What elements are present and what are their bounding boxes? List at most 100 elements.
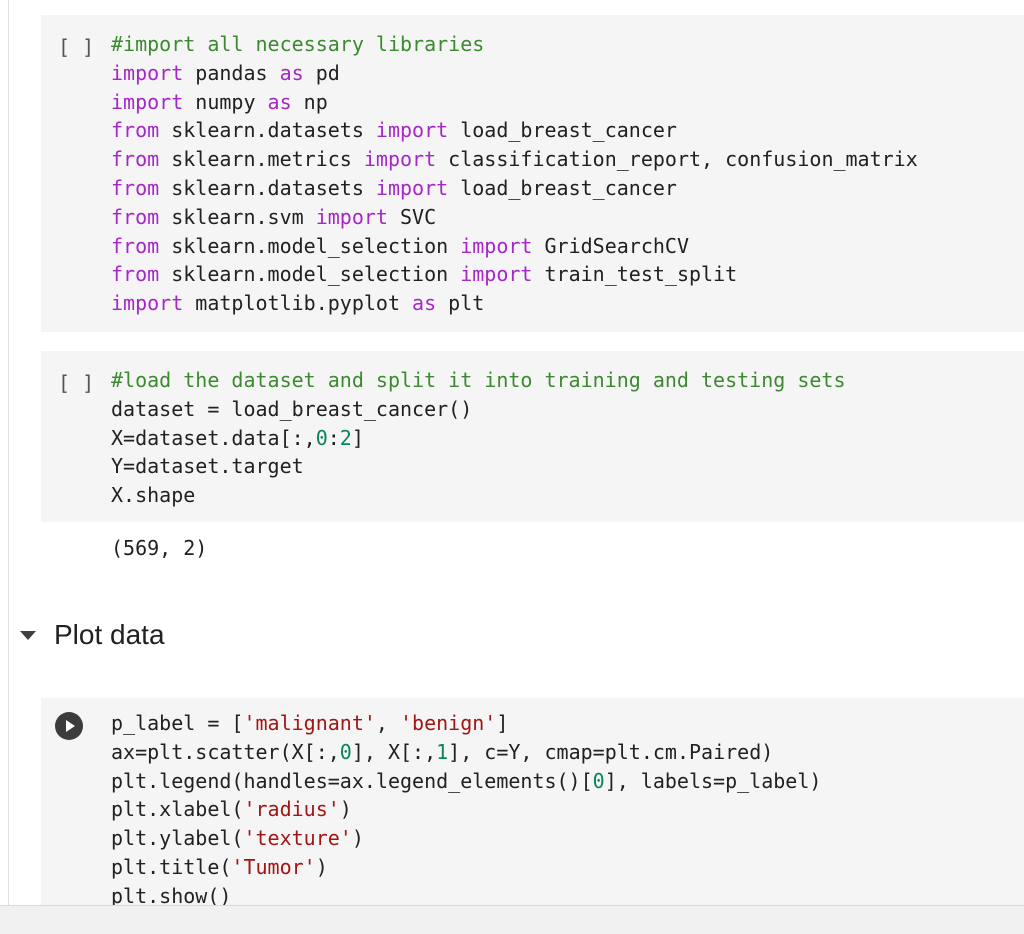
code-line[interactable]: X.shape bbox=[111, 481, 846, 510]
code-line[interactable]: #load the dataset and split it into trai… bbox=[111, 366, 846, 395]
bottom-bar bbox=[0, 905, 1024, 934]
code-token: ax=plt.scatter(X[:, bbox=[111, 739, 340, 764]
code-token: ] bbox=[351, 425, 364, 450]
code-token: Y=dataset.target bbox=[111, 454, 304, 479]
code-line[interactable]: plt.ylabel('texture') bbox=[111, 824, 821, 853]
code-token: GridSearchCV bbox=[532, 233, 689, 258]
code-token: X.shape bbox=[111, 483, 196, 508]
section-heading: Plot data bbox=[18, 615, 165, 655]
code-token: , bbox=[375, 711, 400, 735]
code-line[interactable]: import pandas as pd bbox=[111, 59, 918, 88]
string-token: 'texture' bbox=[243, 826, 352, 851]
string-token: 'benign' bbox=[400, 711, 497, 735]
code-token: np bbox=[291, 89, 328, 114]
code-token: load_breast_cancer bbox=[448, 175, 677, 200]
keyword-token: import bbox=[111, 60, 184, 85]
comment-token: #import all necessary libraries bbox=[111, 32, 485, 56]
code-token: plt.show() bbox=[111, 883, 232, 908]
number-token: 0 bbox=[315, 425, 328, 450]
play-icon[interactable] bbox=[55, 712, 83, 740]
code-line[interactable]: X=dataset.data[:,0:2] bbox=[111, 424, 846, 453]
code-token: X=dataset.data[:, bbox=[111, 425, 316, 450]
code-line[interactable]: plt.title('Tumor') bbox=[111, 853, 821, 882]
keyword-token: from bbox=[111, 204, 160, 229]
code-line[interactable]: ax=plt.scatter(X[:,0], X[:,1], c=Y, cmap… bbox=[111, 738, 821, 767]
code-line[interactable]: from sklearn.model_selection import trai… bbox=[111, 260, 918, 289]
code-editor[interactable]: #load the dataset and split it into trai… bbox=[111, 366, 846, 510]
cell-output: (569, 2) bbox=[111, 536, 208, 560]
string-token: 'Tumor' bbox=[231, 854, 316, 879]
code-token: sklearn.datasets bbox=[159, 118, 376, 143]
number-token: 2 bbox=[339, 425, 352, 450]
keyword-token: import bbox=[460, 262, 533, 287]
code-token: classification_report, confusion_matrix bbox=[436, 147, 918, 172]
code-token: plt.legend(handles=ax.legend_elements()[ bbox=[111, 768, 593, 793]
code-token: ) bbox=[339, 797, 352, 822]
number-token: 0 bbox=[592, 768, 605, 793]
keyword-token: from bbox=[111, 147, 160, 172]
code-line[interactable]: #import all necessary libraries bbox=[111, 30, 918, 59]
code-line[interactable]: plt.xlabel('radius') bbox=[111, 795, 821, 824]
keyword-token: import bbox=[375, 118, 449, 143]
keyword-token: as bbox=[412, 291, 437, 316]
code-line[interactable]: plt.legend(handles=ax.legend_elements()[… bbox=[111, 767, 821, 796]
caret-down-icon[interactable] bbox=[20, 630, 36, 640]
code-token: pd bbox=[303, 60, 340, 85]
number-token: 0 bbox=[339, 739, 352, 764]
code-token: plt bbox=[436, 291, 485, 316]
comment-token: #load the dataset and split it into trai… bbox=[111, 368, 846, 392]
number-token: 1 bbox=[436, 739, 449, 764]
code-line[interactable]: Y=dataset.target bbox=[111, 452, 846, 481]
code-line[interactable]: from sklearn.datasets import load_breast… bbox=[111, 174, 918, 203]
code-line[interactable]: from sklearn.metrics import classificati… bbox=[111, 145, 918, 174]
code-line[interactable]: dataset = load_breast_cancer() bbox=[111, 395, 846, 424]
string-token: 'malignant' bbox=[243, 711, 376, 735]
keyword-token: import bbox=[460, 233, 533, 258]
code-token: SVC bbox=[387, 204, 437, 229]
code-line[interactable]: p_label = ['malignant', 'benign'] bbox=[111, 709, 821, 738]
section-title: Plot data bbox=[54, 619, 165, 650]
code-token: ) bbox=[351, 826, 364, 851]
string-token: 'radius' bbox=[243, 797, 340, 822]
code-cell-plot[interactable]: p_label = ['malignant', 'benign']ax=plt.… bbox=[41, 698, 1024, 913]
code-token: plt.ylabel( bbox=[111, 826, 244, 851]
keyword-token: from bbox=[111, 175, 160, 200]
execution-count-bracket: [ ] bbox=[58, 35, 95, 59]
keyword-token: from bbox=[111, 262, 160, 287]
keyword-token: from bbox=[111, 233, 160, 258]
code-cell-imports[interactable]: [ ] #import all necessary libraries impor… bbox=[41, 15, 1024, 332]
code-line[interactable]: from sklearn.datasets import load_breast… bbox=[111, 116, 918, 145]
execution-count-bracket: [ ] bbox=[58, 371, 95, 395]
code-editor[interactable]: #import all necessary libraries import pa… bbox=[111, 30, 918, 318]
code-token: dataset = load_breast_cancer() bbox=[111, 396, 473, 421]
code-line[interactable]: from sklearn.svm import SVC bbox=[111, 203, 918, 232]
code-token: ) bbox=[315, 854, 328, 879]
code-token: load_breast_cancer bbox=[448, 118, 677, 143]
code-editor[interactable]: p_label = ['malignant', 'benign']ax=plt.… bbox=[111, 709, 821, 911]
code-token: numpy bbox=[183, 89, 268, 114]
code-token: plt.xlabel( bbox=[111, 797, 244, 822]
code-token: ], labels=p_label) bbox=[604, 768, 822, 793]
code-token: train_test_split bbox=[532, 262, 738, 287]
keyword-token: import bbox=[111, 89, 184, 114]
keyword-token: import bbox=[363, 147, 437, 172]
code-token: pandas bbox=[183, 60, 280, 85]
code-token: sklearn.metrics bbox=[159, 147, 364, 172]
code-cell-load-dataset[interactable]: [ ] #load the dataset and split it into … bbox=[41, 351, 1024, 522]
code-line[interactable]: from sklearn.model_selection import Grid… bbox=[111, 232, 918, 261]
code-line[interactable]: import matplotlib.pyplot as plt bbox=[111, 289, 918, 318]
keyword-token: import bbox=[111, 291, 184, 316]
keyword-token: import bbox=[315, 204, 388, 229]
code-token: sklearn.svm bbox=[159, 204, 316, 229]
keyword-token: as bbox=[279, 60, 304, 85]
code-token: sklearn.model_selection bbox=[159, 262, 461, 287]
code-line[interactable]: import numpy as np bbox=[111, 88, 918, 117]
code-line[interactable]: plt.show() bbox=[111, 882, 821, 911]
code-token: ] bbox=[496, 711, 509, 735]
keyword-token: as bbox=[267, 89, 292, 114]
notebook-left-rule bbox=[8, 0, 9, 905]
code-token: p_label = [ bbox=[111, 711, 244, 735]
code-token: plt.title( bbox=[111, 854, 232, 879]
keyword-token: from bbox=[111, 118, 160, 143]
keyword-token: import bbox=[375, 175, 449, 200]
